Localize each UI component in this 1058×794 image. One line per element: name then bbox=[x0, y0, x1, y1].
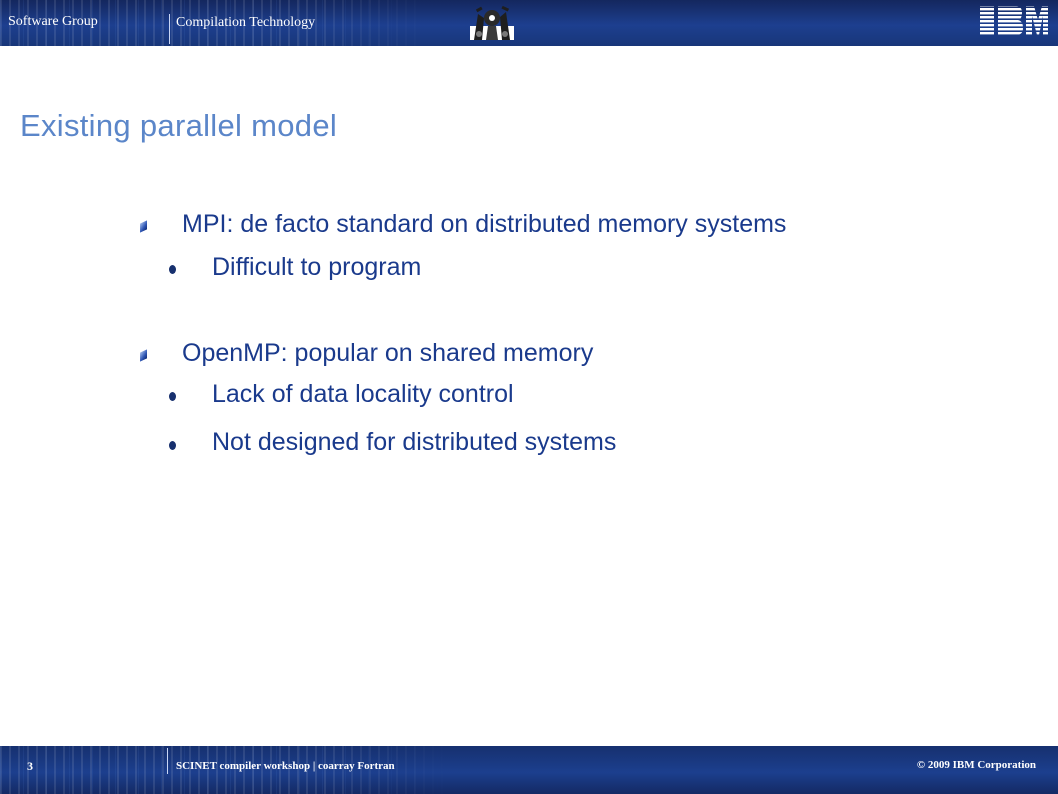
footer-divider bbox=[167, 748, 168, 774]
round-bullet-icon bbox=[169, 392, 176, 401]
sub-bullet-item: Difficult to program bbox=[212, 253, 422, 281]
presentation-title: SCINET compiler workshop | coarray Fortr… bbox=[176, 760, 395, 772]
slide-header: Software Group Compilation Technology bbox=[0, 0, 1058, 46]
sub-bullet-item: Lack of data locality control bbox=[212, 380, 514, 408]
round-bullet-icon bbox=[169, 265, 176, 274]
copyright: © 2009 IBM Corporation bbox=[916, 759, 1036, 771]
sub-bullet-item: Not designed for distributed systems bbox=[212, 428, 617, 456]
compilation-technology-label: Compilation Technology bbox=[176, 15, 316, 30]
round-bullet-icon bbox=[169, 441, 176, 450]
header-divider bbox=[169, 14, 170, 44]
ibm-logo bbox=[980, 6, 1048, 35]
bullet-item: OpenMP: popular on shared memory bbox=[182, 339, 594, 367]
square-bullet-icon bbox=[140, 220, 147, 233]
slide-footer: 3 SCINET compiler workshop | coarray For… bbox=[0, 746, 1058, 794]
footer-pattern bbox=[0, 746, 450, 794]
page-number: 3 bbox=[27, 759, 33, 773]
square-bullet-icon bbox=[140, 349, 147, 362]
header-pattern bbox=[0, 0, 430, 46]
bullet-item: MPI: de facto standard on distributed me… bbox=[182, 210, 787, 238]
slide-title: Existing parallel model bbox=[20, 108, 338, 143]
software-group-label: Software Group bbox=[8, 14, 98, 29]
workers-gears-icon bbox=[470, 5, 514, 40]
